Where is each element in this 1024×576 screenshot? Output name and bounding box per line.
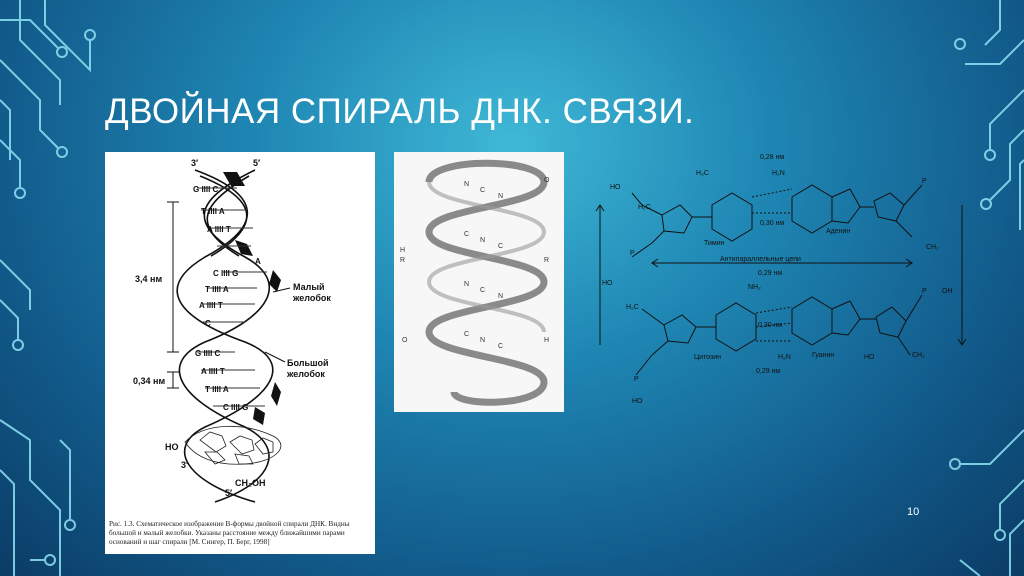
base-pair-chemistry-diagram: 0,28 нм 0,30 нм Тимин Аденин Антипаралле… (595, 154, 967, 405)
formula-label: P (634, 376, 639, 383)
ch2oh-label: CH₂OH (235, 478, 266, 488)
svg-text:N: N (480, 337, 485, 344)
svg-text:N: N (480, 237, 485, 244)
distance-label: 0,28 нм (760, 154, 784, 161)
base-pair-label: T IIII A (205, 385, 229, 394)
base-pair-label: C IIII G (213, 269, 238, 278)
formula-label: H₂C (626, 304, 639, 311)
svg-text:N: N (464, 281, 469, 288)
base-pair-label: C IIII G (223, 403, 248, 412)
dna-helix-figure: G IIII C T IIII A A IIII T A C IIII G T … (105, 152, 375, 554)
formula-label: CH₂ (912, 352, 925, 359)
base-label: Тимин (704, 240, 725, 247)
svg-text:C: C (464, 331, 469, 338)
distance-label: 0,30 нм (758, 322, 782, 329)
end-label: 5′ (225, 488, 232, 498)
svg-text:R: R (400, 257, 405, 264)
svg-text:O: O (402, 337, 408, 344)
base-label: Гуанин (812, 352, 834, 359)
base-pair-label: G IIII C (195, 349, 221, 358)
formula-label: HO (610, 184, 621, 191)
figure-caption: Рис. 1.3. Схематическое изображение B-фо… (109, 520, 350, 546)
distance-label: 0,29 нм (758, 270, 782, 277)
base-pair-label: G IIII C (193, 185, 219, 194)
base-pair-label: A IIII T (199, 301, 223, 310)
distance-label: 0,30 нм (760, 220, 784, 227)
distance-label: 0,29 нм (756, 368, 780, 375)
svg-text:N: N (498, 193, 503, 200)
svg-text:N: N (498, 293, 503, 300)
end-label: 5′ (253, 158, 260, 168)
svg-text:N: N (464, 181, 469, 188)
formula-label: H₃C (696, 170, 709, 177)
formula-label: P (630, 250, 635, 257)
rise-label: 0,34 нм (133, 376, 165, 386)
svg-text:C: C (480, 187, 485, 194)
formula-label: HO (602, 280, 613, 287)
base-label: Аденин (826, 228, 850, 235)
ho-label: HO (165, 442, 179, 452)
base-pair-label: T IIII A (205, 285, 229, 294)
svg-text:C: C (464, 231, 469, 238)
end-label: 3′ (181, 460, 188, 470)
formula-label: P (922, 178, 927, 185)
base-pair-label: A IIII T (207, 225, 231, 234)
base-pair-label: T IIII A (201, 207, 225, 216)
formula-label: H₂C (638, 204, 651, 211)
svg-text:H: H (400, 247, 405, 254)
formula-label: H₂N (772, 170, 785, 177)
svg-text:H: H (544, 337, 549, 344)
formula-label: NH₂ (748, 284, 761, 291)
svg-text:C: C (480, 287, 485, 294)
formula-label: CH₂ (926, 244, 939, 251)
base-pair-chemistry-figure: 0,28 нм 0,30 нм Тимин Аденин Антипаралле… (592, 145, 970, 407)
base-pair-label: A IIII T (201, 367, 225, 376)
formula-label: HO (864, 354, 875, 361)
base-label: Цитозин (694, 354, 721, 361)
svg-text:C: C (498, 243, 503, 250)
slide-title: ДВОЙНАЯ СПИРАЛЬ ДНК. СВЯЗИ. (105, 92, 695, 131)
formula-label: H₂N (778, 354, 791, 361)
antiparallel-label: Антипараллельные цепи (720, 256, 801, 263)
dna-helix-diagram: G IIII C T IIII A A IIII T A C IIII G T … (133, 158, 331, 503)
svg-text:O: O (544, 177, 550, 184)
svg-text:C: C (498, 343, 503, 350)
base-pair-label: A (255, 257, 261, 266)
formula-label: OH (942, 288, 953, 295)
end-label: 3′ (191, 158, 198, 168)
base-pair-label: C (205, 319, 211, 328)
pitch-label: 3,4 нм (135, 274, 162, 284)
formula-label: P (922, 288, 927, 295)
formula-label: HO (632, 398, 643, 405)
page-number: 10 (907, 506, 920, 518)
svg-text:R: R (544, 257, 549, 264)
